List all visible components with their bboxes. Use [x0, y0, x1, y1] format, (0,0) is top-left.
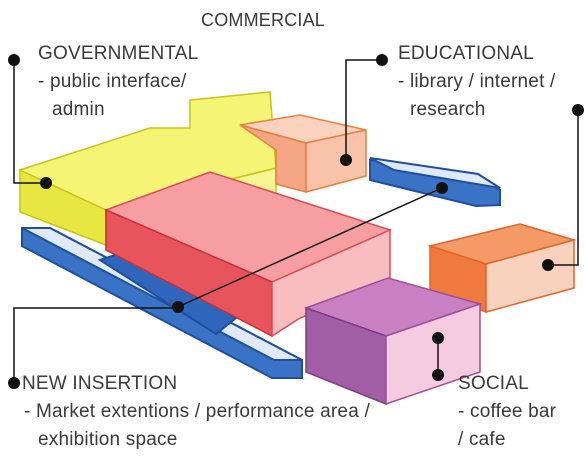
diagram-title: COMMERCIAL: [201, 10, 326, 30]
governmental-heading: GOVERNMENTAL: [38, 43, 199, 64]
educational-line1: - library / internet /: [398, 71, 556, 92]
new-insertion-line1: - Market extentions / performance area /: [24, 401, 370, 422]
dot-social-block: [432, 332, 444, 344]
leader-educational: [345, 59, 382, 160]
leader-governmental: [13, 60, 46, 184]
dot-governmental-label: [8, 54, 20, 66]
social-heading: SOCIAL: [458, 373, 529, 394]
social-block: [303, 277, 483, 406]
dot-commercial-label: [572, 104, 584, 116]
social-line1: - coffee bar: [458, 401, 557, 422]
leader-dots: [8, 54, 584, 389]
new-insertion-heading: NEW INSERTION: [22, 373, 178, 394]
dot-educational-block: [340, 154, 352, 166]
governmental-line2: admin: [52, 99, 105, 120]
educational-line2: research: [410, 99, 486, 120]
dot-social-label: [432, 369, 444, 381]
dot-new-insertion-strip: [436, 182, 448, 194]
dot-governmental-block: [40, 177, 52, 189]
governmental-line1: - public interface/: [38, 71, 187, 92]
leader-commercial: [548, 110, 579, 266]
new-insertion-block: [103, 171, 393, 338]
dot-educational-label: [376, 54, 388, 66]
circulation-strip-right: [369, 157, 501, 208]
commercial-block: [427, 223, 577, 314]
dot-new-insertion-label: [8, 377, 20, 389]
dot-commercial-block: [542, 259, 554, 271]
educational-heading: EDUCATIONAL: [398, 43, 534, 64]
dot-new-insertion-block: [172, 301, 184, 313]
new-insertion-line2: exhibition space: [38, 429, 178, 450]
social-line2: / cafe: [458, 429, 506, 450]
